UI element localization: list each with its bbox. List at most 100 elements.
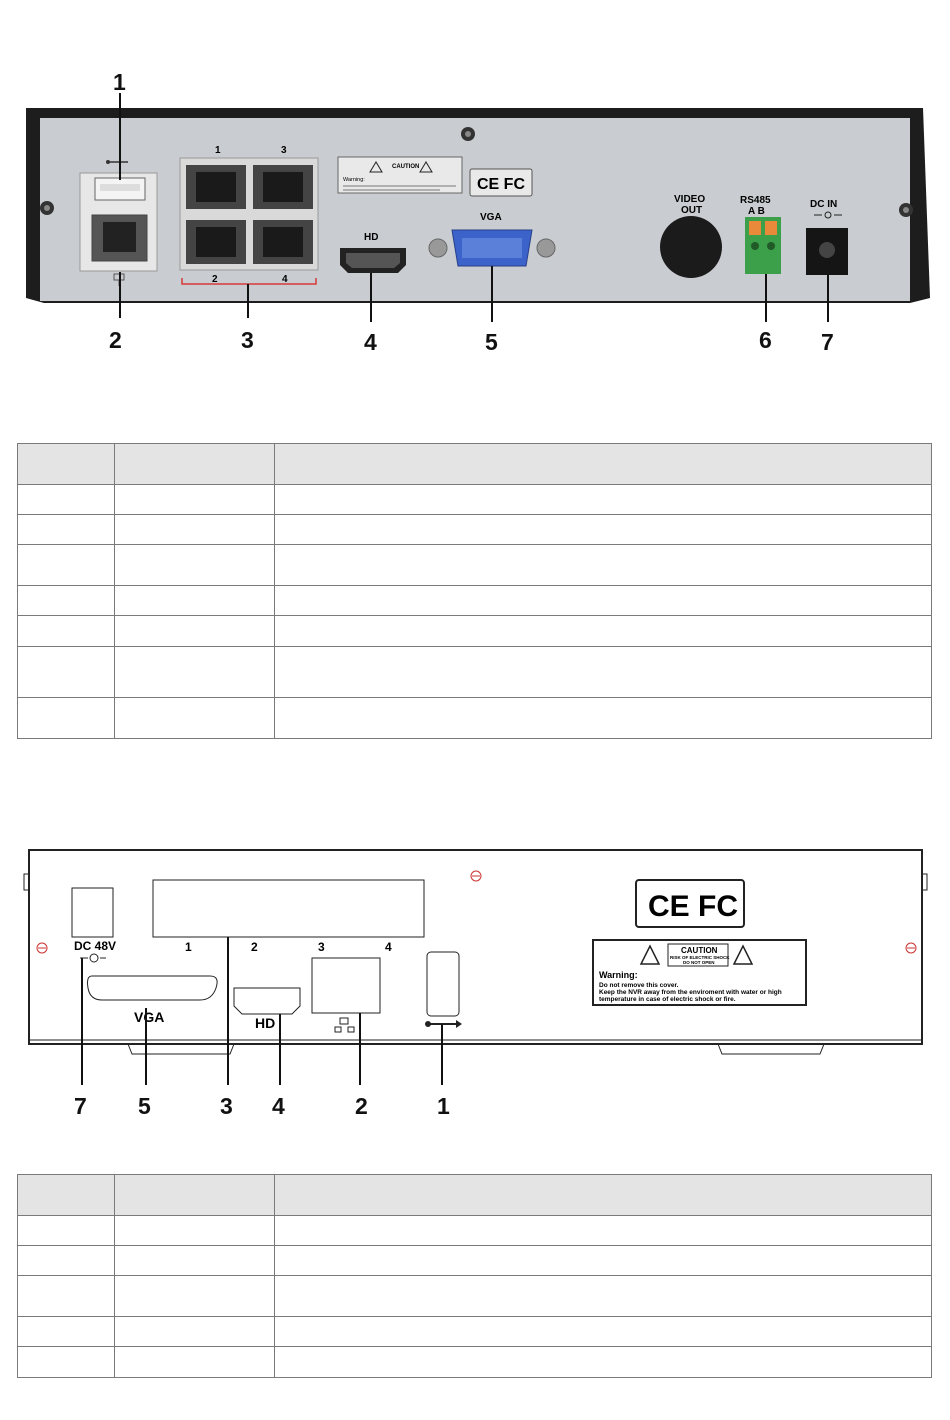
table-cell bbox=[17, 484, 115, 515]
ce-fc-mark: CE FC bbox=[648, 890, 738, 923]
rear-panel-figure-compact: DC 48V VGA 1 2 3 4 HD CE FC CAUTION RISK… bbox=[0, 840, 950, 1130]
warning-triangle-icon bbox=[369, 161, 433, 173]
callout-number: 5 bbox=[138, 1093, 151, 1119]
rear-panel-compact-table bbox=[17, 1174, 932, 1378]
table-cell bbox=[274, 443, 932, 485]
table-row bbox=[17, 646, 932, 698]
table-cell bbox=[17, 1316, 115, 1347]
vga-port-outline bbox=[87, 975, 218, 1001]
table-cell bbox=[17, 1215, 115, 1246]
callout-lines bbox=[119, 93, 829, 322]
warning-line: temperature in case of electric shock or… bbox=[599, 996, 736, 1003]
video-out-port bbox=[660, 216, 722, 278]
chassis-foot bbox=[127, 1043, 235, 1055]
table-header-row bbox=[17, 443, 932, 485]
warning-triangle-icon bbox=[732, 944, 754, 965]
table-cell bbox=[17, 443, 115, 485]
table-row bbox=[17, 544, 932, 586]
table-row bbox=[17, 484, 932, 515]
lan-port-jack bbox=[103, 222, 136, 252]
table-cell bbox=[274, 1215, 932, 1246]
screw-icon bbox=[461, 127, 475, 141]
table-row bbox=[17, 585, 932, 616]
video-out-label: OUT bbox=[681, 205, 702, 216]
table-cell bbox=[114, 1316, 275, 1347]
table-cell bbox=[274, 514, 932, 545]
callout-number: 4 bbox=[364, 329, 377, 355]
callout-number: 6 bbox=[759, 327, 772, 353]
screw-icon bbox=[40, 201, 54, 215]
hdmi-port-outline bbox=[233, 987, 301, 1015]
callout-number: 4 bbox=[272, 1093, 285, 1119]
table-row bbox=[17, 1245, 932, 1276]
caution-text: CAUTION bbox=[681, 946, 718, 955]
table-cell bbox=[274, 1316, 932, 1347]
vga-label: VGA bbox=[134, 1009, 164, 1025]
caution-text: CAUTION bbox=[392, 164, 419, 170]
table-row bbox=[17, 1275, 932, 1317]
ce-fc-badge bbox=[635, 879, 745, 928]
rear-panel-compact-drawing: DC 48V VGA 1 2 3 4 HD CE FC CAUTION RISK… bbox=[23, 849, 928, 1119]
table-cell bbox=[17, 514, 115, 545]
table-row bbox=[17, 1346, 932, 1378]
ce-fc-mark: CE FC bbox=[477, 176, 525, 193]
poe-port bbox=[253, 220, 313, 264]
table-header-row bbox=[17, 1174, 932, 1216]
usb-port-outline bbox=[426, 951, 460, 1017]
callout-number: 7 bbox=[74, 1093, 87, 1119]
table-cell bbox=[114, 544, 275, 586]
table-cell bbox=[114, 1346, 275, 1378]
table-cell bbox=[274, 544, 932, 586]
table-cell bbox=[17, 646, 115, 698]
rs485-label: RS485 bbox=[740, 195, 771, 206]
warning-text: Warning: bbox=[343, 177, 365, 183]
chassis-tab bbox=[23, 873, 30, 891]
table-cell bbox=[274, 697, 932, 739]
table-cell bbox=[114, 646, 275, 698]
warning-label bbox=[592, 939, 807, 1006]
usb-icon bbox=[106, 160, 128, 164]
callout-number: 2 bbox=[109, 327, 122, 353]
table-row bbox=[17, 514, 932, 545]
table-cell bbox=[114, 1275, 275, 1317]
screw-icon bbox=[899, 203, 913, 217]
poe-port bbox=[253, 165, 313, 209]
table-row bbox=[17, 1215, 932, 1246]
table-cell bbox=[17, 697, 115, 739]
table-cell bbox=[274, 615, 932, 647]
table-cell bbox=[274, 1245, 932, 1276]
table-cell bbox=[114, 1245, 275, 1276]
dc-48v-label: DC 48V bbox=[74, 939, 116, 953]
caution-subtext: DO NOT OPEN bbox=[683, 960, 715, 965]
callout-number: 3 bbox=[220, 1093, 233, 1119]
callout-number: 5 bbox=[485, 329, 498, 355]
screw-icon bbox=[36, 942, 48, 954]
slot-number: 4 bbox=[385, 940, 392, 954]
rear-panel-poe-table bbox=[17, 443, 932, 739]
table-cell bbox=[17, 1245, 115, 1276]
table-cell bbox=[114, 1174, 275, 1216]
table-cell bbox=[17, 615, 115, 647]
callout-number: 1 bbox=[113, 69, 126, 95]
table-cell bbox=[17, 1275, 115, 1317]
table-cell bbox=[114, 443, 275, 485]
dc-in-label: DC IN bbox=[810, 199, 837, 210]
warning-title: Warning: bbox=[599, 970, 638, 980]
caution-box bbox=[667, 943, 729, 967]
rs485-terminal-lever bbox=[765, 221, 777, 235]
ce-fc-badge bbox=[469, 168, 533, 197]
chassis-foot bbox=[717, 1043, 825, 1055]
poe-port-number: 3 bbox=[281, 145, 287, 156]
table-cell bbox=[274, 646, 932, 698]
poe-port bbox=[186, 165, 246, 209]
slot-number: 3 bbox=[318, 940, 325, 954]
table-cell bbox=[114, 484, 275, 515]
warning-label bbox=[337, 156, 463, 194]
callout-number: 2 bbox=[355, 1093, 368, 1119]
video-out-label: VIDEO bbox=[674, 194, 705, 205]
table-cell bbox=[274, 484, 932, 515]
callout-lines bbox=[81, 937, 443, 1085]
table-cell bbox=[274, 1275, 932, 1317]
table-cell bbox=[17, 1174, 115, 1216]
lan-port-outline bbox=[311, 957, 381, 1014]
